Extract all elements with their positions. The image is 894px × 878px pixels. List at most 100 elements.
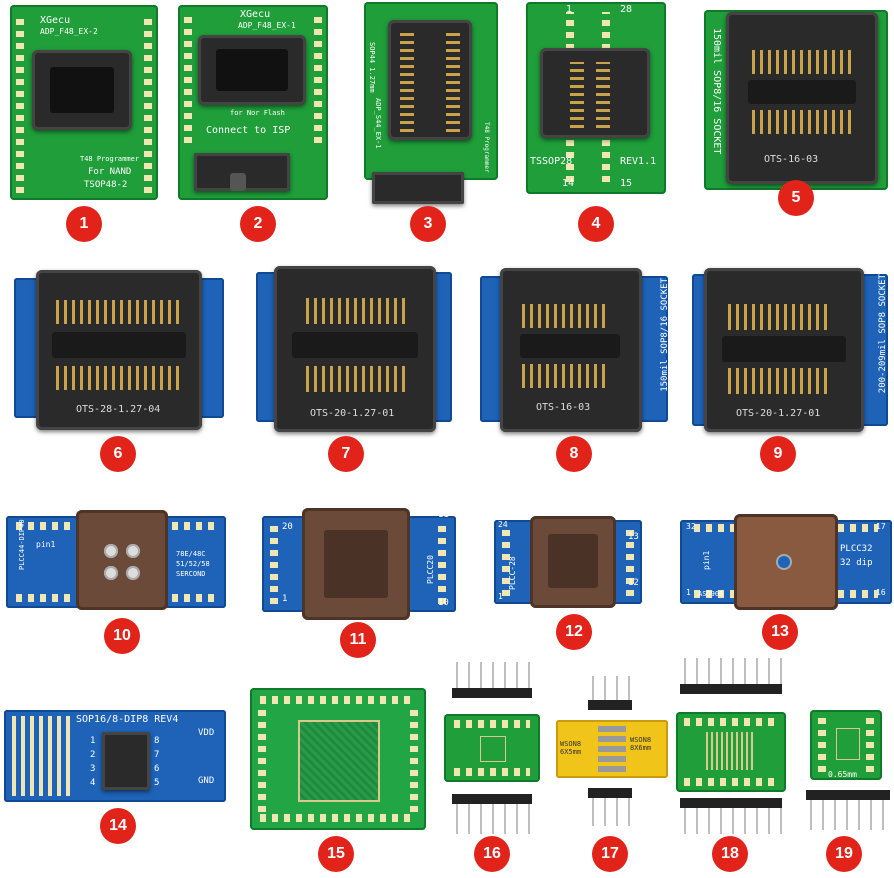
socket-pins-bottom — [522, 364, 608, 388]
adapter-4: 1 28 TSSOP28 REV1.1 14 15 — [526, 2, 666, 194]
isp-header-slot — [230, 173, 246, 191]
header-holes-left — [502, 526, 510, 596]
pin17-label: 17 — [876, 522, 886, 531]
side-label: 200-209mil SOP8 SOCKET — [878, 274, 888, 394]
label-line3: TSOP48-2 — [84, 180, 128, 190]
socket-hole — [104, 566, 118, 580]
pin-header-bottom — [452, 794, 532, 834]
holes-bottom — [454, 768, 530, 776]
pin1-label: pin1 — [36, 540, 56, 549]
socket-pins-left — [400, 28, 414, 132]
number-badge-2: 2 — [240, 206, 276, 242]
adapter-2: XGecu ADP_F48_EX-1 for Nor Flash Connect… — [178, 5, 328, 200]
pin4-label: 4 — [90, 778, 96, 788]
pin32-label: 32 — [686, 522, 696, 531]
socket-cavity — [748, 80, 856, 104]
name-label: TSSOP28 — [530, 156, 573, 167]
right-label-3: SERCOND — [176, 570, 206, 578]
wson-pads — [598, 726, 626, 772]
holes-left — [818, 718, 826, 772]
label-line2: Connect to ISP — [206, 125, 291, 136]
header-holes-left — [270, 524, 278, 604]
pin10-label: 10 — [438, 598, 449, 608]
number-badge-9: 9 — [760, 436, 796, 472]
socket-center-hole — [776, 554, 792, 570]
header-holes-right — [438, 524, 446, 604]
pin13-label: 13 — [628, 532, 639, 542]
socket-pins-top — [306, 298, 406, 324]
pin6-label: 6 — [154, 764, 160, 774]
pin-header-top — [452, 662, 532, 698]
label-line1: T48 Programmer — [80, 155, 140, 163]
socket-pins-right — [596, 62, 610, 128]
tssop28-socket — [540, 48, 650, 138]
label-line2: For NAND — [88, 167, 132, 177]
pin28-label: 28 — [620, 4, 633, 15]
socket-pins-left — [570, 62, 584, 128]
pin20-label: 20 — [282, 522, 293, 532]
socket-pins-top — [522, 304, 608, 328]
adapter-11: 20 11 1 10 PLCC20 — [262, 508, 456, 620]
socket-label: OTS-16-03 — [536, 402, 591, 413]
pin3-label: 3 — [90, 764, 96, 774]
pin-header-bottom — [680, 798, 782, 834]
pin1-label: 1 — [498, 592, 503, 601]
socket-cavity — [722, 336, 846, 362]
model-label: ADP_F48_EX-1 — [238, 21, 296, 30]
socket-pins-top — [56, 300, 182, 324]
socket-cavity — [216, 49, 288, 91]
left-label: PLCC44-DIP40 — [18, 519, 26, 570]
ssop-footprint — [706, 732, 756, 770]
pin1-label: 1 — [282, 594, 288, 604]
socket-label: OTS-20-1.27-01 — [310, 408, 395, 419]
pin24-label: 24 — [498, 520, 508, 529]
pin12-label: 12 — [628, 578, 639, 588]
brand-label: XGecu — [40, 15, 71, 26]
pin-header-top — [588, 676, 632, 710]
socket-pins-bottom — [56, 366, 182, 390]
right-label: WSON8 8X6mm — [630, 736, 652, 752]
adapter-8: OTS-16-03 150mil SOP8/16 SOCKET — [480, 268, 670, 432]
vdd-label: VDD — [198, 728, 215, 738]
socket-cavity — [548, 534, 598, 588]
number-badge-15: 15 — [318, 836, 354, 872]
header-holes-right — [314, 13, 322, 143]
code-label: ASQ906 — [698, 590, 724, 598]
holes-right — [410, 706, 418, 812]
socket-cavity — [52, 332, 186, 358]
model-label: ADP_S44_EX-1 — [374, 98, 382, 149]
pin-header-top — [680, 658, 782, 694]
holes-bottom — [260, 814, 416, 822]
socket-cavity — [292, 332, 418, 358]
pin-header-bottom — [806, 790, 890, 830]
pin14-label: 14 — [562, 178, 575, 189]
adapter-16 — [444, 662, 544, 842]
adapter-7: OTS-20-1.27-01 — [256, 266, 452, 432]
socket-pins-bottom — [728, 368, 828, 394]
socket-label: OTS-16-03 — [764, 154, 819, 165]
socket-label: OTS-28-1.27-04 — [76, 404, 161, 415]
label-line1: for Nor Flash — [230, 109, 285, 117]
sop-pads — [12, 716, 72, 796]
plcc44-socket — [76, 510, 168, 610]
holes-top — [260, 696, 416, 704]
number-badge-19: 19 — [826, 836, 862, 872]
pin11-label: 11 — [438, 510, 449, 520]
rev-label: REV1.1 — [620, 156, 657, 167]
sop-footprint — [836, 728, 860, 760]
adapter-3: SOP44 1.27mm ADP_S44_EX-1 T48 Programmer — [364, 2, 498, 204]
left-label: WSON8 6X5mm — [560, 740, 582, 756]
adapter-5: 150mil SOP8/16 SOCKET OTS-16-03 — [704, 10, 888, 190]
brand-label: XGecu — [240, 9, 271, 20]
adapter-10: PLCC44-DIP40 pin1 78E/48C 51/52/58 SERCO… — [6, 510, 226, 610]
socket-pins-top — [752, 50, 852, 74]
socket-cavity — [520, 334, 620, 358]
adapter-1: XGecu ADP_F48_EX-2 T48 Programmer For NA… — [10, 5, 158, 200]
adapter-6: OTS-28-1.27-04 — [14, 270, 224, 430]
socket-hole — [104, 544, 118, 558]
pin7-label: 7 — [154, 750, 160, 760]
label-line1: SOP44 1.27mm — [368, 42, 376, 93]
adapter-13: 32 17 1 16 pin1 ASQ906 PLCC32 32 dip — [680, 514, 892, 610]
adapter-12: 24 13 1 12 PLCC-28 — [494, 516, 642, 608]
number-badge-18: 18 — [712, 836, 748, 872]
